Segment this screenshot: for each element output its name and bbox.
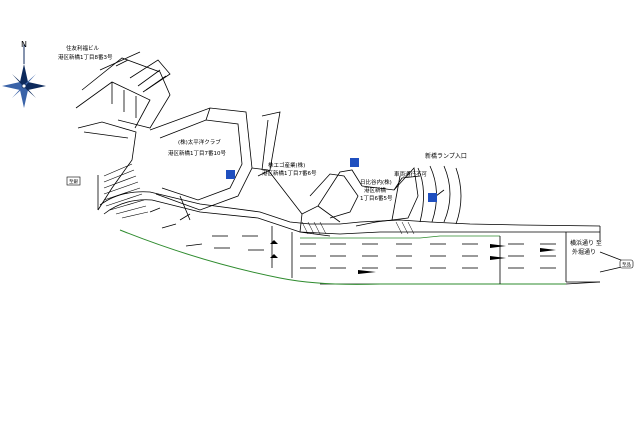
building-4-address: 1丁目6番5号	[360, 195, 393, 202]
ramp-entrance-label: 新橋ランプ入口	[425, 152, 467, 160]
building-outlines	[75, 51, 462, 237]
building-4-area: 港区新橋	[364, 186, 387, 194]
building-2-name: (株)太平洋クラブ	[178, 138, 221, 146]
building-3-name: 株エゴ産業(株)	[268, 161, 305, 169]
height-limit-label: 車両通行不可	[394, 170, 428, 178]
lane-arrow-icons	[270, 240, 556, 274]
road-sign-icon	[428, 193, 437, 202]
lane-markings	[149, 207, 556, 284]
crossing-label-line1: 横浜通り 至	[570, 239, 602, 247]
compass-rose-icon	[2, 44, 46, 108]
upper-curb-line	[300, 235, 500, 239]
crossing-label-line2: 外堀通り	[572, 248, 596, 256]
curb-line	[119, 229, 566, 285]
building-1-name: 住友利福ビル	[66, 44, 100, 52]
building-1-address: 港区新橋1丁目8番3号	[58, 53, 113, 61]
left-direction-marker: 至銀	[66, 176, 81, 186]
right-direction-marker: 至品	[619, 259, 634, 269]
building-3-address: 港区新橋1丁目7番6号	[262, 169, 317, 177]
building-2-address: 港区新橋1丁目7番10号	[168, 149, 226, 157]
left-marker-label: 至銀	[69, 178, 78, 185]
right-marker-label: 至品	[622, 262, 631, 268]
hatched-zones	[301, 221, 415, 235]
road-sign-icon	[350, 158, 359, 167]
road-sign-icon	[226, 170, 235, 179]
building-4-name: 日比谷内(株)	[360, 178, 392, 186]
compass-north-label: N	[21, 40, 27, 49]
